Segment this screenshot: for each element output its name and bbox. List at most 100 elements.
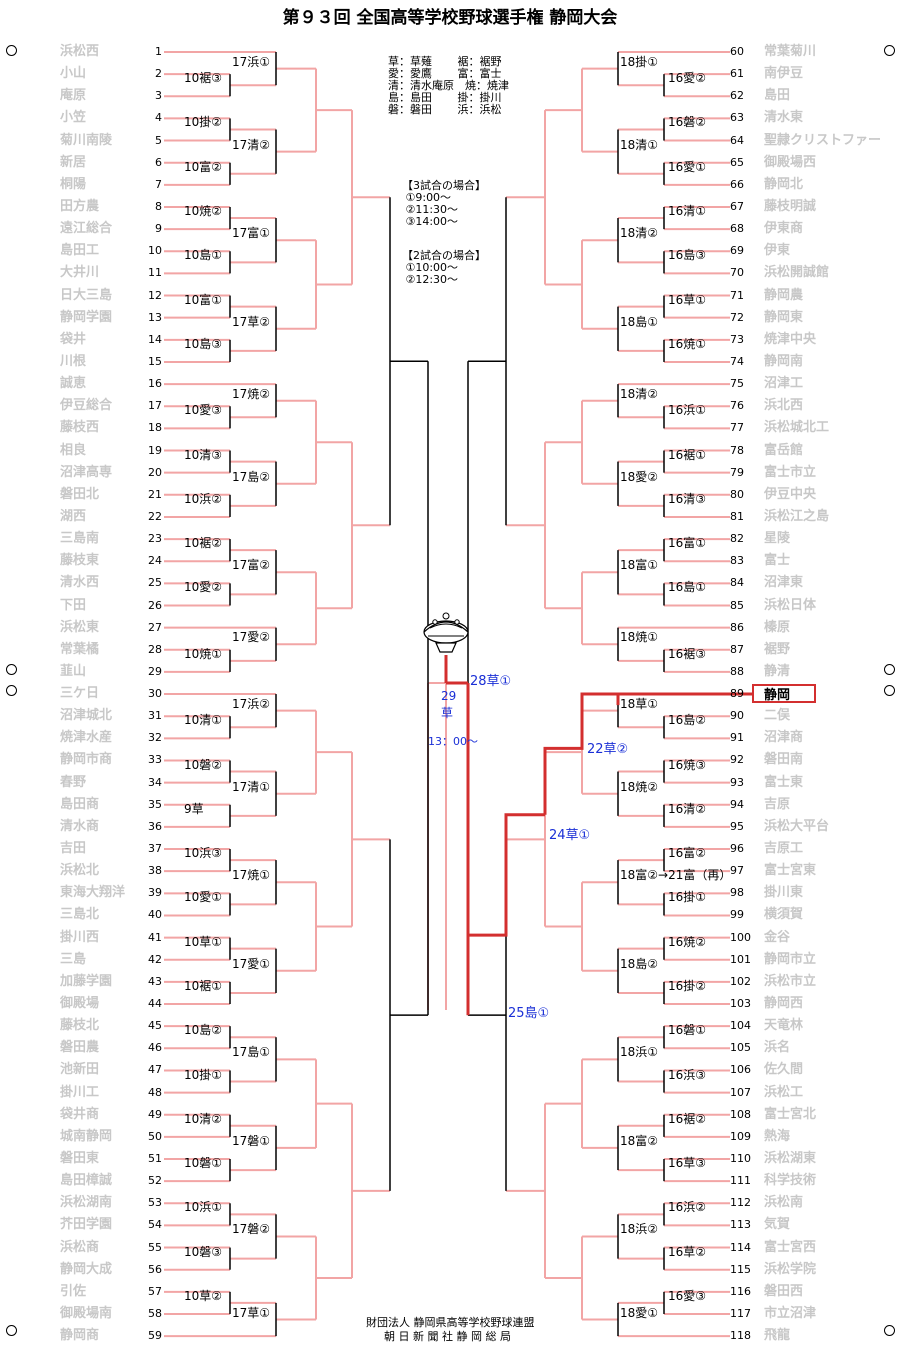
right-round1-result: 16草① [668, 292, 707, 307]
left-round1-result: 10草② [184, 1288, 223, 1303]
right-round2-result: 18焼① [620, 630, 659, 645]
left-team-number: 12 [148, 288, 162, 302]
left-team-number: 15 [148, 354, 162, 368]
left-round2-result: 17磐② [232, 1222, 271, 1237]
right-team-name: 浜松大平台 [764, 818, 830, 834]
right-team-name: 藤枝明誠 [764, 198, 817, 214]
left-team-number: 59 [148, 1329, 162, 1343]
left-team-name: 相良 [60, 442, 87, 458]
left-team-name: 芥田学園 [60, 1217, 113, 1233]
left-team-number: 56 [148, 1262, 162, 1276]
right-team-number: 60 [730, 45, 744, 58]
right-team-number: 98 [730, 886, 744, 900]
right-team-name: 南伊豆 [764, 66, 804, 82]
right-team-name: 静岡農 [764, 287, 804, 303]
left-team-name: 御殿場南 [60, 1305, 113, 1321]
right-team-name: 富士市立 [764, 464, 817, 480]
left-team-number: 21 [148, 487, 162, 501]
left-team-number: 14 [148, 332, 162, 346]
right-team-number: 117 [730, 1306, 751, 1320]
right-team-number: 62 [730, 89, 744, 103]
right-team-name: 気賀 [764, 1217, 791, 1233]
right-team-name: 浜松工 [764, 1084, 804, 1100]
left-team-name: 島田商 [60, 796, 100, 812]
left-team-number: 2 [155, 67, 162, 81]
left-round2-result: 17磐① [232, 1133, 271, 1148]
left-team-number: 19 [148, 443, 162, 457]
left-team-number: 26 [148, 598, 162, 612]
right-team-number: 78 [730, 443, 744, 457]
left-team-number: 55 [148, 1240, 162, 1254]
left-team-number: 13 [148, 310, 162, 324]
left-team-number: 42 [148, 952, 162, 966]
left-round1-result: 10愛② [184, 580, 223, 595]
left-team-name: 藤枝東 [60, 553, 100, 569]
left-team-number: 37 [148, 842, 162, 856]
left-team-number: 4 [155, 111, 162, 125]
right-team-name: 富士 [764, 553, 791, 569]
right-team-name: 聖隷クリストファー [764, 132, 882, 148]
right-team-number: 93 [730, 775, 744, 789]
footer-organizer: 財団法人 静岡県高等学校野球連盟 [366, 1316, 535, 1329]
two-games-schedule: 【2試合の場合】 ①10:00～ ②12:30～ [402, 249, 486, 286]
right-team-name: 金谷 [764, 929, 791, 945]
left-team-name: 三島南 [60, 531, 100, 547]
right-round1-result: 16富① [668, 536, 707, 551]
left-round1-result: 10裾② [184, 536, 223, 551]
left-team-name: 小笠 [60, 110, 87, 126]
right-round2-result: 18富② [620, 1133, 659, 1148]
right-team-name: 天竜林 [764, 1018, 804, 1034]
left-team-number: 18 [148, 421, 162, 435]
left-team-name: 浜松東 [60, 619, 100, 635]
right-team-number: 71 [730, 288, 744, 302]
right-team-name: 静岡市立 [764, 951, 817, 967]
left-round2-result: 17浜② [232, 696, 271, 711]
right-team-number: 82 [730, 532, 744, 546]
right-team-name: 飛龍 [764, 1328, 791, 1344]
left-team-name: 島田工 [60, 243, 100, 259]
left-team-name: 藤枝北 [60, 1018, 100, 1034]
left-team-name: 新居 [60, 154, 87, 170]
binder-hole-icon [884, 45, 895, 56]
right-team-name: 磐田西 [764, 1283, 804, 1299]
right-round1-result: 16磐① [668, 1023, 707, 1038]
left-team-number: 32 [148, 731, 162, 745]
right-team-number: 92 [730, 753, 744, 767]
left-team-name: 三島北 [60, 907, 100, 923]
footer-sponsor: 朝 日 新 聞 社 静 岡 総 局 [384, 1330, 511, 1343]
left-round1-result: 10島② [184, 1023, 223, 1038]
right-team-name: 常葉菊川 [764, 44, 817, 59]
left-team-number: 54 [148, 1218, 162, 1232]
right-team-name: 焼津中央 [764, 331, 817, 347]
right-team-name: 浜松南 [764, 1195, 804, 1211]
left-team-number: 36 [148, 819, 162, 833]
right-round1-result: 16愛① [668, 159, 707, 174]
right-round1-result: 16島② [668, 713, 707, 728]
right-round1-result: 16島③ [668, 248, 707, 263]
left-round1-result: 10島① [184, 248, 223, 263]
right-team-number: 116 [730, 1284, 751, 1298]
left-round2-result: 17富① [232, 226, 271, 241]
left-team-name: 大井川 [60, 265, 100, 281]
right-team-name: 二俣 [764, 708, 791, 724]
left-team-number: 41 [148, 930, 162, 944]
right-team-name: 浜松江之島 [764, 508, 830, 524]
left-round1-result: 10清② [184, 1111, 223, 1126]
left-team-number: 35 [148, 797, 162, 811]
right-team-name: 吉原工 [764, 841, 804, 857]
result-28: 28草① [470, 674, 512, 689]
right-team-name: 静岡西 [764, 996, 804, 1012]
binder-hole-icon [884, 1325, 895, 1336]
right-team-number: 118 [730, 1329, 751, 1343]
left-round1-result: 10愛① [184, 890, 223, 905]
left-round1-result: 10富② [184, 159, 223, 174]
result-25: 25島① [508, 1006, 550, 1021]
final-number: 29 [441, 689, 457, 703]
left-team-number: 38 [148, 864, 162, 878]
right-team-name: 科学技術 [764, 1173, 817, 1189]
left-team-name: 袋井商 [60, 1106, 100, 1122]
right-team-number: 79 [730, 465, 744, 479]
left-team-number: 39 [148, 886, 162, 900]
right-team-name: 市立沼津 [764, 1305, 817, 1321]
left-team-number: 52 [148, 1174, 162, 1188]
